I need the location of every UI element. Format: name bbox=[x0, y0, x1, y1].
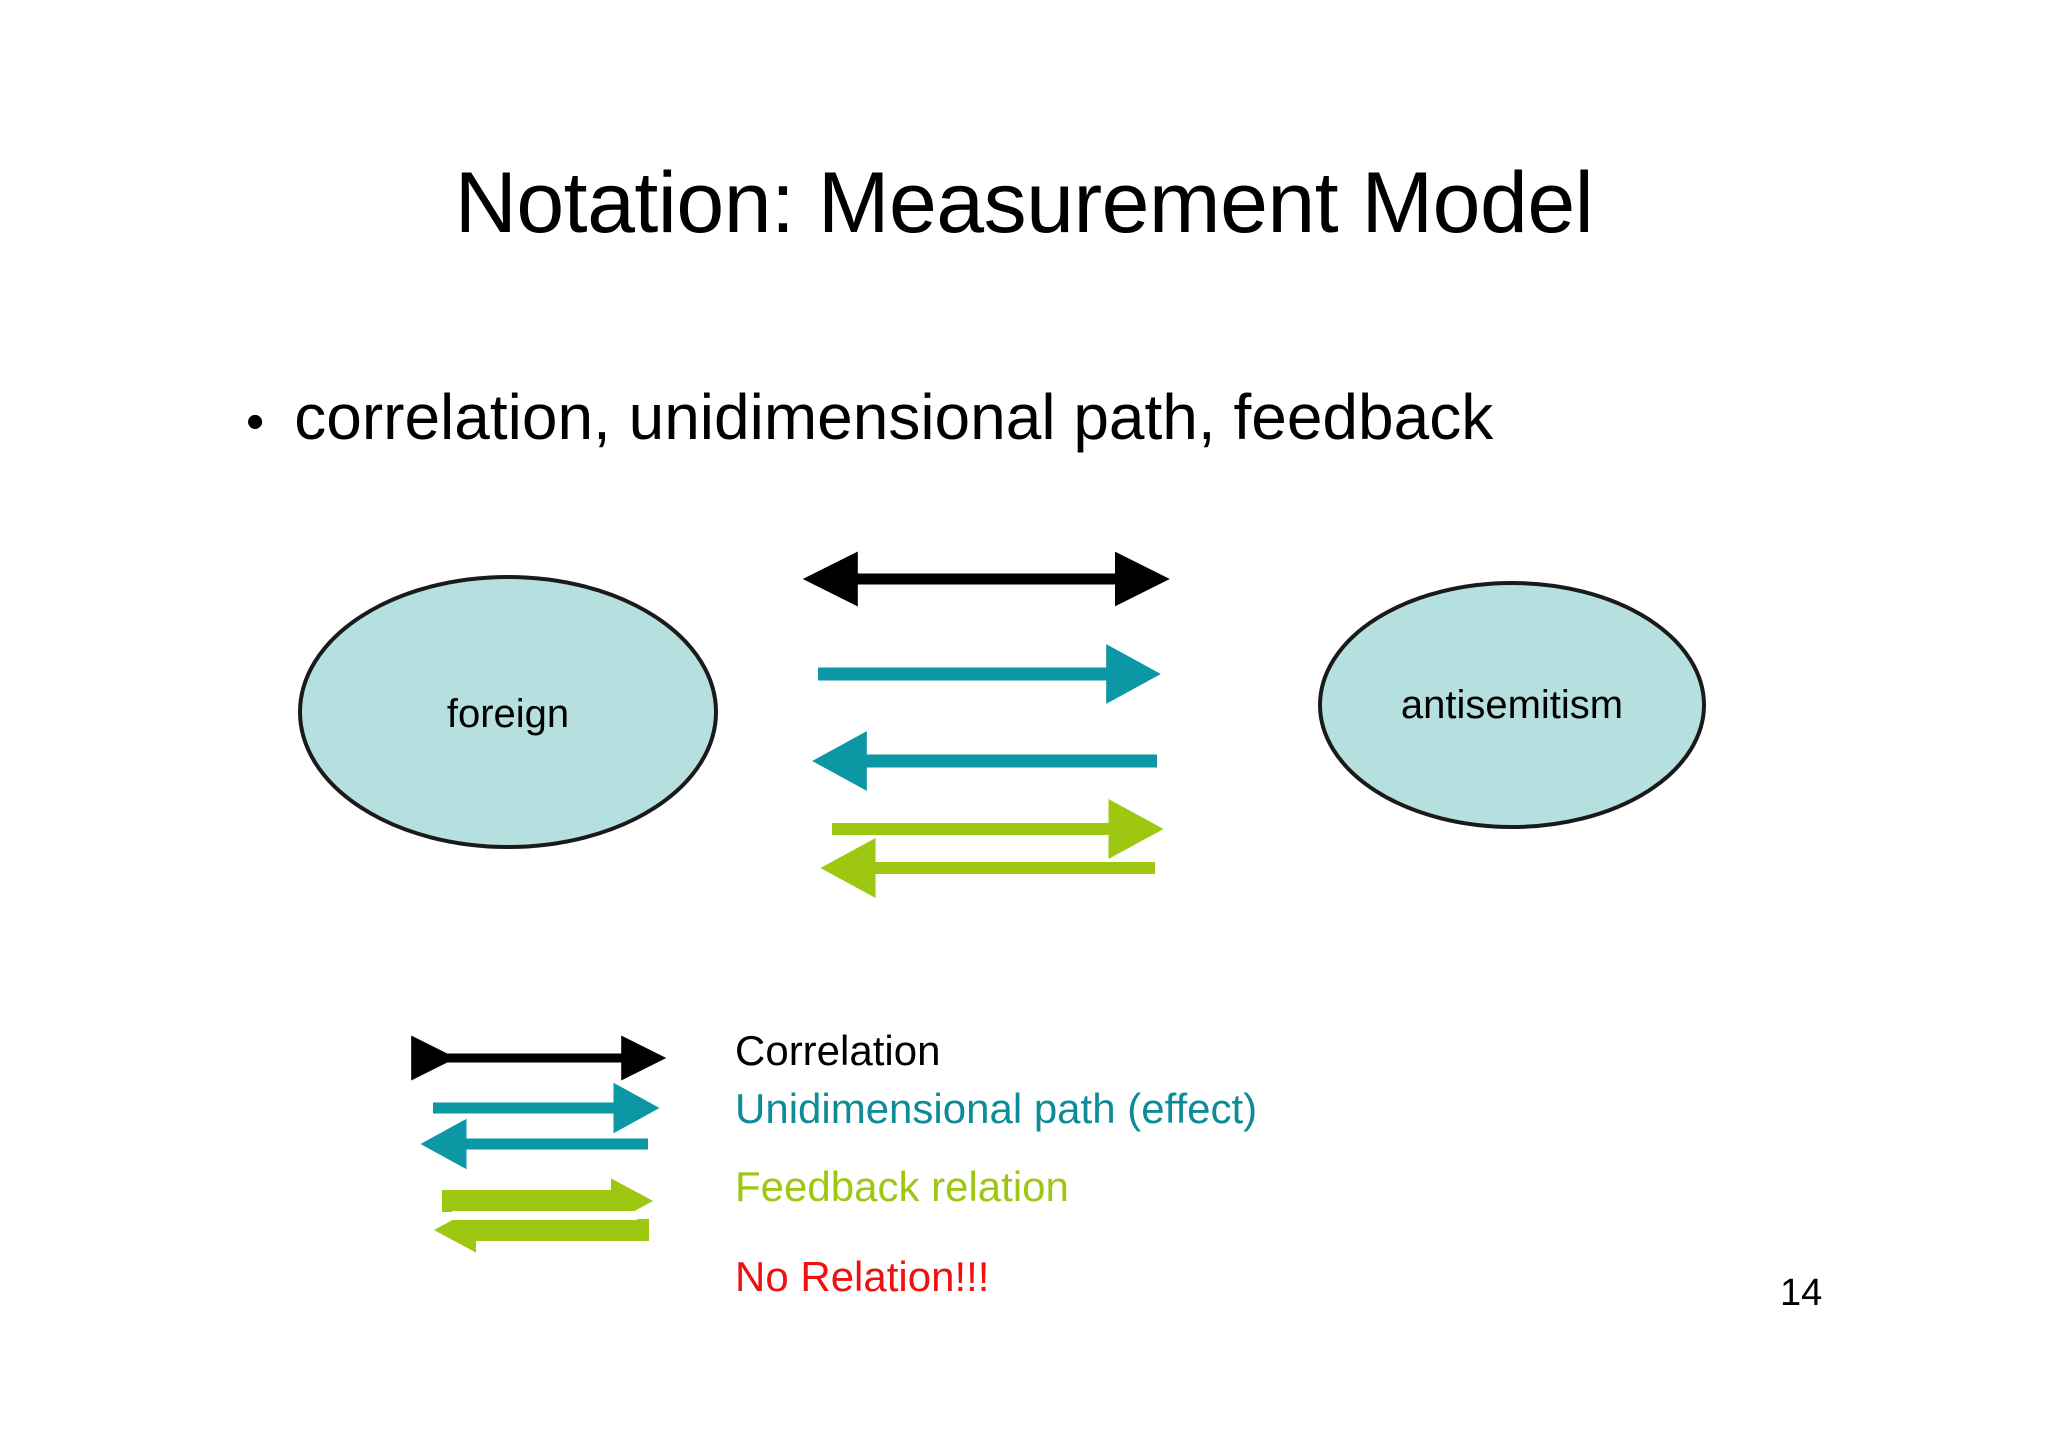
legend-label-no-relation: No Relation!!! bbox=[735, 1253, 990, 1300]
legend-label-feedback-relation: Feedback relation bbox=[735, 1163, 1069, 1210]
bullet-marker-icon: • bbox=[246, 393, 265, 451]
legend-label-unidimensional-path: Unidimensional path (effect) bbox=[735, 1085, 1258, 1132]
legend-arrow-feedback bbox=[433, 1178, 654, 1253]
slide-page-number: 14 bbox=[1780, 1272, 1823, 1314]
bullet-item-label: correlation, unidimensional path, feedba… bbox=[294, 381, 1494, 453]
node-label-foreign: foreign bbox=[446, 692, 570, 736]
legend-label-correlation: Correlation bbox=[735, 1027, 941, 1074]
page-title: Notation: Measurement Model bbox=[454, 155, 1594, 251]
bullet-list-item: • correlation, unidimensional path, feed… bbox=[246, 381, 1946, 453]
node-label-antisemitism: antisemitism bbox=[1400, 683, 1624, 727]
